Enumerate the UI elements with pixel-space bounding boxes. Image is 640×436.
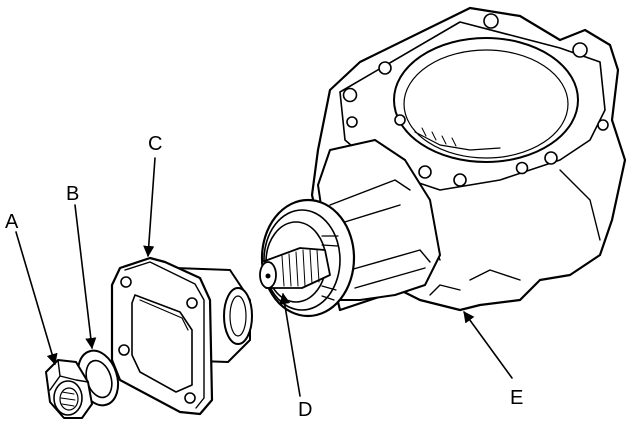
- leader-c: [143, 157, 156, 258]
- leader-e: [463, 311, 513, 379]
- leader-d: [279, 292, 301, 397]
- label-c: C: [148, 133, 162, 155]
- leader-a: [15, 231, 58, 366]
- label-a: A: [5, 211, 19, 233]
- label-b: B: [66, 183, 79, 205]
- label-d: D: [298, 399, 312, 421]
- label-e: E: [510, 387, 523, 409]
- leader-lines: [15, 157, 513, 397]
- leader-b: [74, 204, 97, 350]
- nut-part-a: [45, 359, 93, 419]
- flange-cover-part-c: [110, 256, 253, 416]
- pinion-seal-part-d: [259, 198, 356, 318]
- housing-part-e: [310, 6, 627, 312]
